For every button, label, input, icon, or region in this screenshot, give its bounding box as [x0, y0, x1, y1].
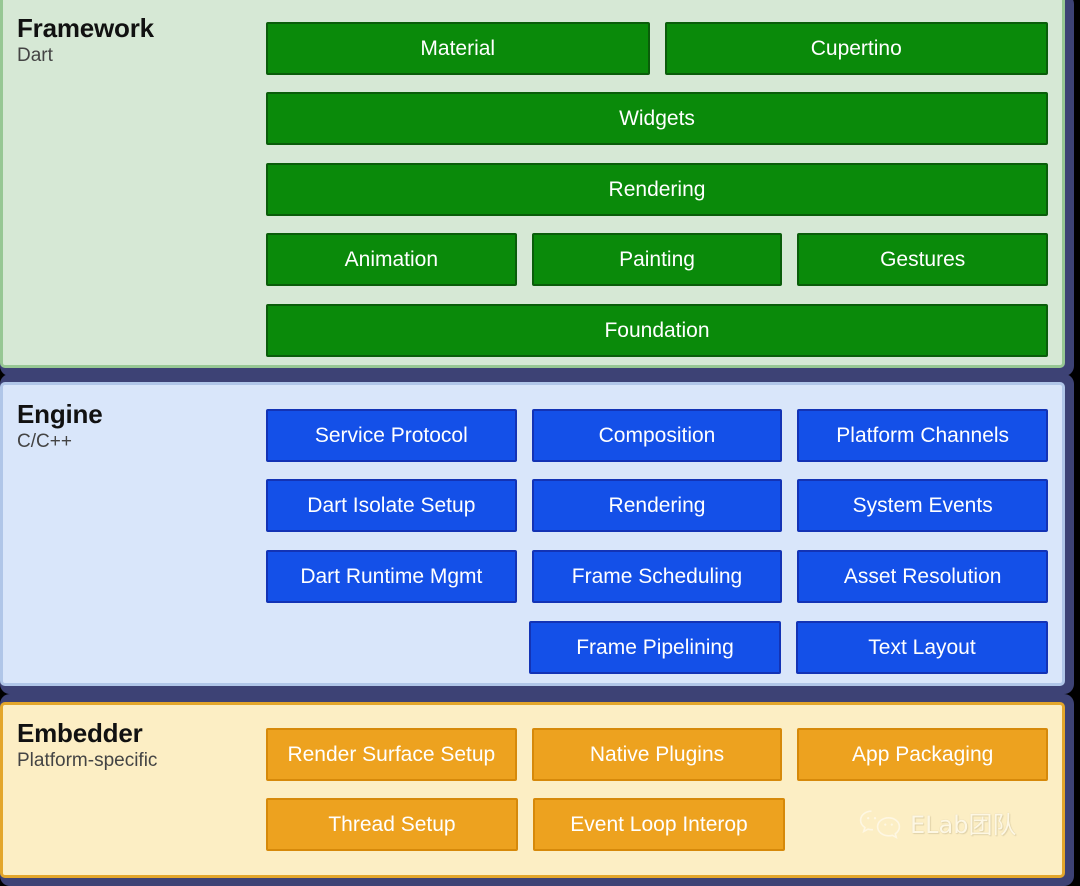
module-native-plugins[interactable]: Native Plugins	[531, 728, 783, 781]
module-cupertino[interactable]: Cupertino	[664, 22, 1048, 75]
module-platform-channels[interactable]: Platform Channels	[797, 409, 1049, 462]
module-frame-scheduling[interactable]: Frame Scheduling	[531, 550, 783, 603]
module-dart-isolate-setup[interactable]: Dart Isolate Setup	[266, 479, 517, 532]
embedder-title: Embedder	[17, 718, 143, 748]
framework-panel: Framework Dart Material Cupertino Widget…	[0, 0, 1065, 368]
engine-row-4: Frame Pipelining Text Layout	[266, 621, 1048, 674]
framework-label-group: Framework Dart	[17, 13, 257, 68]
embedder-subtitle: Platform-specific	[17, 750, 158, 771]
module-rendering[interactable]: Rendering	[266, 163, 1048, 216]
framework-row-1: Material Cupertino	[266, 22, 1048, 75]
framework-subtitle: Dart	[17, 45, 53, 66]
engine-title: Engine	[17, 399, 103, 429]
embedder-panel: Embedder Platform-specific Render Surfac…	[0, 702, 1065, 878]
module-gestures[interactable]: Gestures	[797, 233, 1049, 286]
engine-row-2: Dart Isolate Setup Rendering System Even…	[266, 479, 1049, 532]
embedder-row-1: Render Surface Setup Native Plugins App …	[266, 728, 1049, 781]
module-dart-runtime-mgmt[interactable]: Dart Runtime Mgmt	[266, 550, 517, 603]
framework-row-4: Animation Painting Gestures	[266, 233, 1049, 286]
module-asset-resolution[interactable]: Asset Resolution	[797, 550, 1049, 603]
module-widgets[interactable]: Widgets	[266, 92, 1048, 145]
module-frame-pipelining[interactable]: Frame Pipelining	[529, 621, 781, 674]
embedder-row-2-spacer	[800, 798, 1048, 851]
framework-row-3: Rendering	[266, 163, 1048, 216]
engine-row-1: Service Protocol Composition Platform Ch…	[266, 409, 1049, 462]
module-text-layout[interactable]: Text Layout	[796, 621, 1048, 674]
engine-label-group: Engine C/C++	[17, 399, 257, 454]
module-render-surface-setup[interactable]: Render Surface Setup	[266, 728, 517, 781]
module-thread-setup[interactable]: Thread Setup	[266, 798, 518, 851]
engine-row-4-spacer	[266, 621, 514, 674]
framework-title: Framework	[17, 13, 154, 43]
module-event-loop-interop[interactable]: Event Loop Interop	[533, 798, 785, 851]
framework-row-2: Widgets	[266, 92, 1048, 145]
embedder-row-2: Thread Setup Event Loop Interop	[266, 798, 1048, 851]
module-foundation[interactable]: Foundation	[266, 304, 1048, 357]
module-system-events[interactable]: System Events	[797, 479, 1049, 532]
module-app-packaging[interactable]: App Packaging	[797, 728, 1049, 781]
module-service-protocol[interactable]: Service Protocol	[266, 409, 517, 462]
framework-row-5: Foundation	[266, 304, 1048, 357]
engine-row-3: Dart Runtime Mgmt Frame Scheduling Asset…	[266, 550, 1049, 603]
module-animation[interactable]: Animation	[266, 233, 517, 286]
engine-panel: Engine C/C++ Service Protocol Compositio…	[0, 382, 1065, 686]
module-engine-rendering[interactable]: Rendering	[531, 479, 783, 532]
embedder-label-group: Embedder Platform-specific	[17, 718, 257, 773]
engine-subtitle: C/C++	[17, 431, 72, 452]
module-material[interactable]: Material	[266, 22, 650, 75]
module-composition[interactable]: Composition	[531, 409, 783, 462]
module-painting[interactable]: Painting	[531, 233, 783, 286]
